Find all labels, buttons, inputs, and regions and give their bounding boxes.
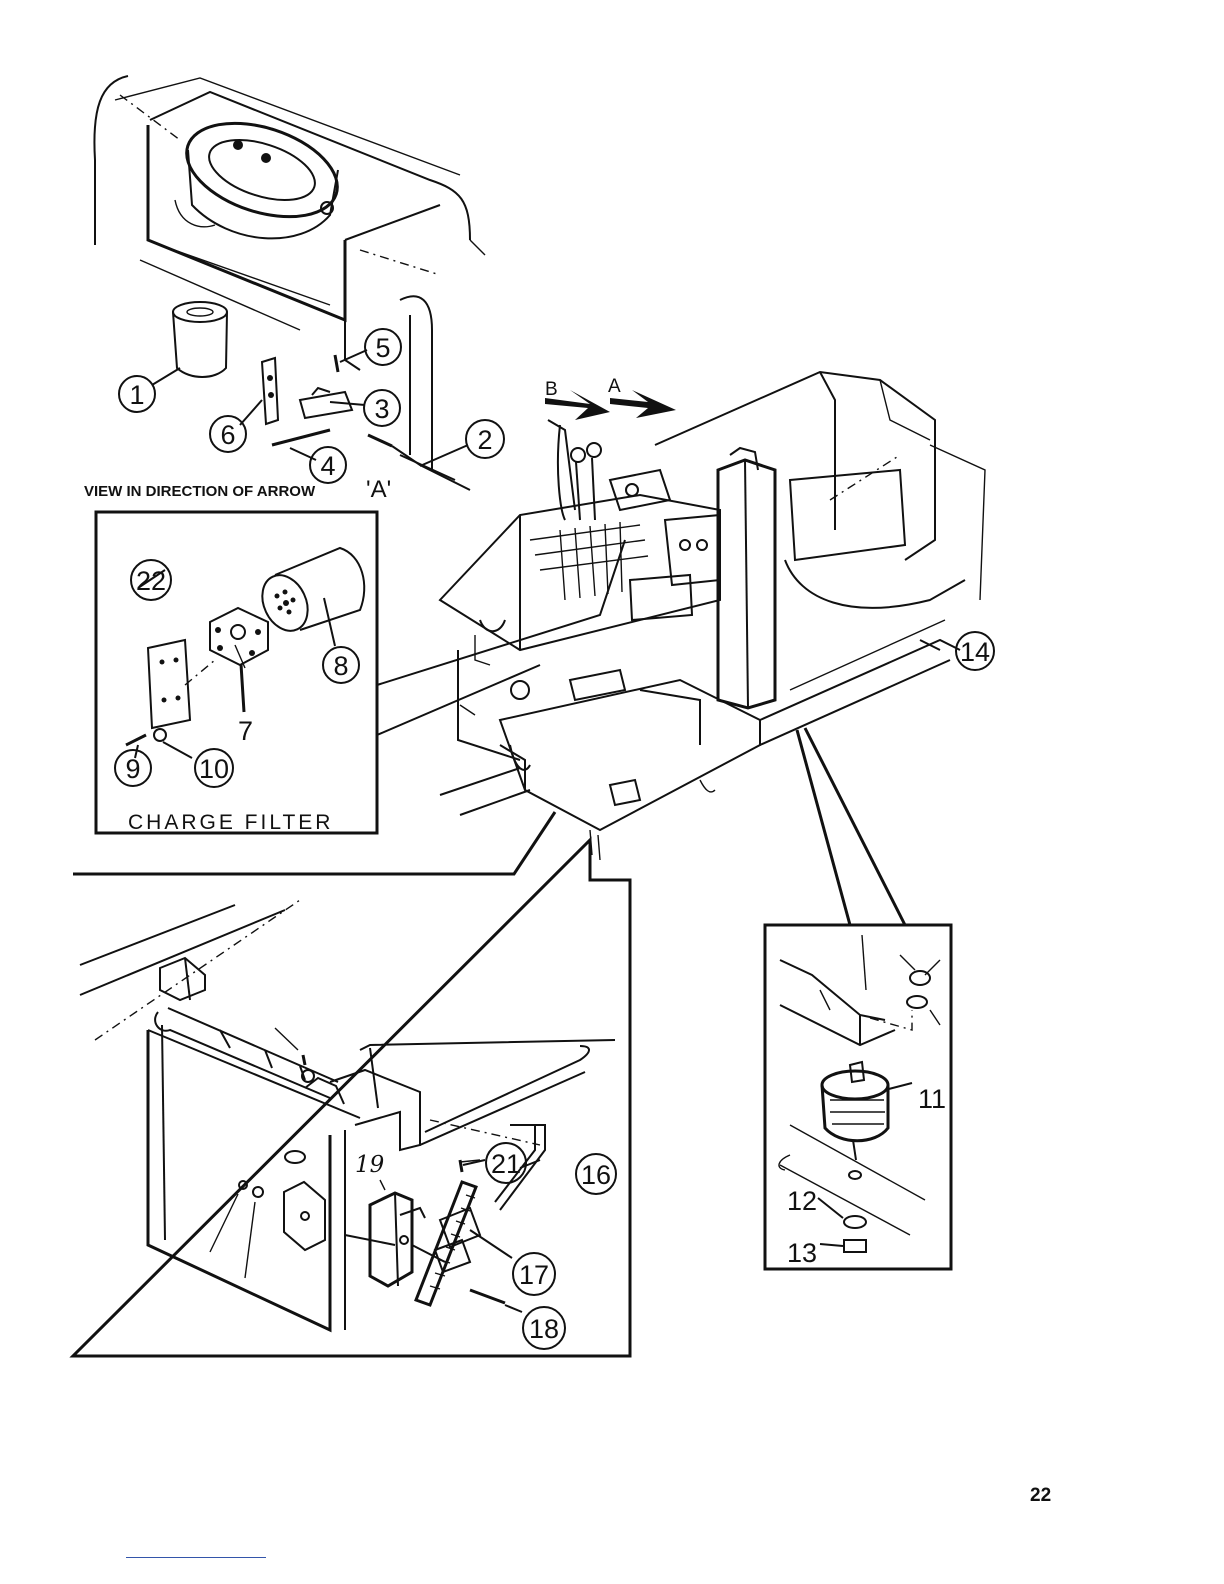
callout-3: 3: [364, 390, 400, 426]
leader-line: [797, 730, 850, 925]
label-7: 7: [238, 716, 253, 746]
callout-1: 1: [119, 376, 155, 412]
svg-text:4: 4: [320, 451, 335, 481]
svg-text:1: 1: [129, 380, 144, 410]
handwritten-label-19: 19: [355, 1152, 384, 1178]
view-caption: VIEW IN DIRECTION OF ARROW: [84, 483, 316, 500]
callout-5: 5: [365, 329, 401, 365]
svg-text:5: 5: [375, 333, 390, 363]
callout-17: 17: [513, 1253, 555, 1295]
svg-text:3: 3: [374, 394, 389, 424]
svg-text:9: 9: [125, 754, 140, 784]
callout-4: 4: [310, 447, 346, 483]
callout-10: 10: [195, 749, 233, 787]
callout-16: 16: [576, 1154, 616, 1194]
callout-6: 6: [210, 416, 246, 452]
leader-line: [377, 540, 625, 685]
leader-line: [805, 728, 905, 925]
callout-14: 14: [956, 632, 994, 670]
svg-text:17: 17: [519, 1260, 549, 1290]
tractor-body-view: [440, 372, 985, 860]
svg-text:6: 6: [220, 420, 235, 450]
label-13: 13: [787, 1238, 817, 1268]
svg-text:16: 16: [581, 1160, 611, 1190]
svg-text:2: 2: [477, 425, 492, 455]
svg-text:14: 14: [960, 637, 990, 667]
hood-air-cleaner-view: [94, 76, 485, 490]
svg-text:21: 21: [491, 1149, 521, 1179]
footer-rule: [126, 1557, 266, 1558]
label-11: 11: [918, 1084, 946, 1114]
svg-text:22: 22: [136, 566, 166, 596]
view-caption-arrow: 'A': [366, 476, 391, 503]
callout-9: 9: [115, 750, 151, 786]
svg-text:8: 8: [333, 651, 348, 681]
svg-text:10: 10: [199, 754, 229, 784]
callout-21: 21: [486, 1143, 526, 1183]
arrow-label-b: B: [545, 379, 558, 400]
arrow-label-a: A: [608, 376, 621, 397]
callout-18: 18: [523, 1307, 565, 1349]
callout-2: 2: [466, 420, 504, 458]
svg-text:18: 18: [529, 1314, 559, 1344]
callout-8: 8: [323, 647, 359, 683]
page-number: 22: [1030, 1485, 1051, 1507]
label-12: 12: [787, 1186, 817, 1216]
charge-filter-caption: CHARGE FILTER: [128, 811, 333, 834]
callout-22: 22: [131, 560, 171, 600]
